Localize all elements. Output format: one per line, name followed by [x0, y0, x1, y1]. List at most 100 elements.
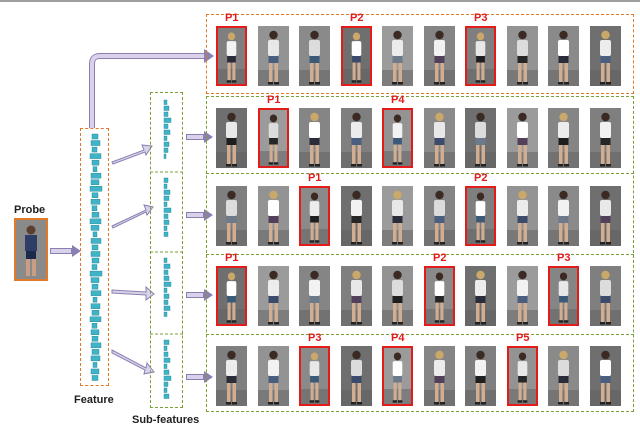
- subfeature-1-arrowhead: [204, 131, 213, 143]
- subfeature-bar: [163, 269, 169, 275]
- row-divider-1: [206, 173, 634, 174]
- subfeature-3-arrowhead: [204, 289, 213, 301]
- subfeature-bar: [163, 287, 168, 293]
- feature-bar: [91, 212, 100, 218]
- feature-bar: [92, 362, 98, 368]
- gallery-image: [216, 26, 247, 86]
- top-gallery-box: [206, 14, 634, 94]
- subfeature-bar: [163, 231, 169, 237]
- gallery-image: [590, 108, 621, 168]
- subfeature-bar: [163, 189, 171, 195]
- probe-image: [16, 220, 46, 279]
- gallery-image: [424, 346, 455, 406]
- feature-bar: [89, 186, 103, 192]
- subfeature-bar: [163, 135, 168, 141]
- gallery-image: [382, 266, 413, 326]
- gallery-image: [216, 266, 247, 326]
- match-label: P3: [308, 332, 322, 344]
- gallery-image: [548, 186, 579, 246]
- subfeature-bar: [163, 275, 170, 281]
- match-label: P2: [433, 252, 447, 264]
- subfeatures-label: Sub-features: [132, 414, 200, 426]
- gallery-image: [299, 266, 330, 326]
- feature-box: [80, 128, 109, 386]
- match-label: P2: [474, 172, 488, 184]
- subfeature-bar: [163, 177, 169, 183]
- subfeature-bar: [163, 311, 168, 317]
- gallery-image: [299, 26, 330, 86]
- feature-histogram: [89, 133, 103, 381]
- gallery-image: [590, 26, 621, 86]
- feature-bar: [92, 166, 98, 172]
- row-divider-2: [206, 254, 634, 255]
- subfeature-bar: [163, 339, 170, 345]
- match-label: P1: [308, 172, 322, 184]
- gallery-image: [382, 26, 413, 86]
- gallery-image: [465, 186, 496, 246]
- feature-bar: [91, 244, 99, 251]
- feature-bar: [91, 283, 99, 290]
- subfeature-3-to-row-arrow: [186, 292, 204, 298]
- feature-bar: [90, 342, 102, 349]
- probe-to-feature-arrow: [50, 248, 72, 254]
- subfeature-histograms: [150, 99, 183, 399]
- feature-bar: [90, 251, 101, 257]
- gallery-image: [341, 186, 372, 246]
- gallery-image: [424, 108, 455, 168]
- subfeature-1-to-row-arrow: [186, 134, 204, 140]
- subfeature-bar: [163, 381, 169, 387]
- subfeature-bar: [163, 257, 168, 263]
- subfeature-bar: [163, 345, 168, 351]
- feature-label: Feature: [74, 394, 114, 406]
- gallery-image: [465, 346, 496, 406]
- match-label: P1: [225, 252, 239, 264]
- subfeature-bar: [163, 351, 169, 357]
- gallery-image: [341, 266, 372, 326]
- subfeature-bar: [163, 375, 172, 381]
- feature-bar: [91, 192, 99, 198]
- gallery-image: [258, 346, 289, 406]
- feature-bar: [91, 323, 98, 329]
- subfeature-bar: [163, 213, 169, 219]
- subfeature-bar: [163, 99, 168, 105]
- gallery-image: [382, 108, 413, 168]
- subfeature-bar: [163, 387, 168, 393]
- feature-bar: [90, 140, 101, 146]
- match-label: P5: [516, 332, 530, 344]
- subfeature-bar: [163, 117, 172, 123]
- gallery-image: [507, 346, 538, 406]
- gallery-image: [548, 266, 579, 326]
- feature-bar: [90, 238, 102, 244]
- subfeature-bar: [163, 105, 170, 111]
- subfeature-2-to-row-arrow: [186, 212, 204, 218]
- feature-bar: [91, 133, 99, 140]
- gallery-image: [590, 266, 621, 326]
- subfeatures-box: [150, 92, 183, 408]
- subfeature-bar: [163, 153, 167, 159]
- feature-bar: [91, 310, 100, 316]
- subfeature-bar: [163, 183, 168, 189]
- subfeature-4-to-row-arrow: [186, 374, 204, 380]
- subfeature-bar: [163, 299, 169, 305]
- subfeature-2-arrowhead: [204, 209, 213, 221]
- feature-bar: [90, 303, 101, 309]
- subfeature-bar: [163, 263, 171, 269]
- feature-bar: [90, 355, 101, 362]
- subfeature-bar: [163, 293, 170, 299]
- feature-bar: [90, 179, 100, 185]
- row-divider-3: [206, 334, 634, 335]
- gallery-image: [382, 186, 413, 246]
- feature-bar: [89, 316, 102, 322]
- match-label: P3: [557, 252, 571, 264]
- gallery-image: [465, 266, 496, 326]
- feature-bar: [91, 205, 98, 212]
- feature-bar: [91, 146, 98, 153]
- subfeature-bar: [163, 357, 171, 363]
- match-label: P2: [350, 12, 364, 24]
- subfeature-bar: [163, 147, 169, 153]
- gallery-image: [341, 346, 372, 406]
- match-label: P1: [267, 94, 281, 106]
- gallery-image: [216, 346, 247, 406]
- gallery-image: [216, 108, 247, 168]
- gallery-image: [507, 26, 538, 86]
